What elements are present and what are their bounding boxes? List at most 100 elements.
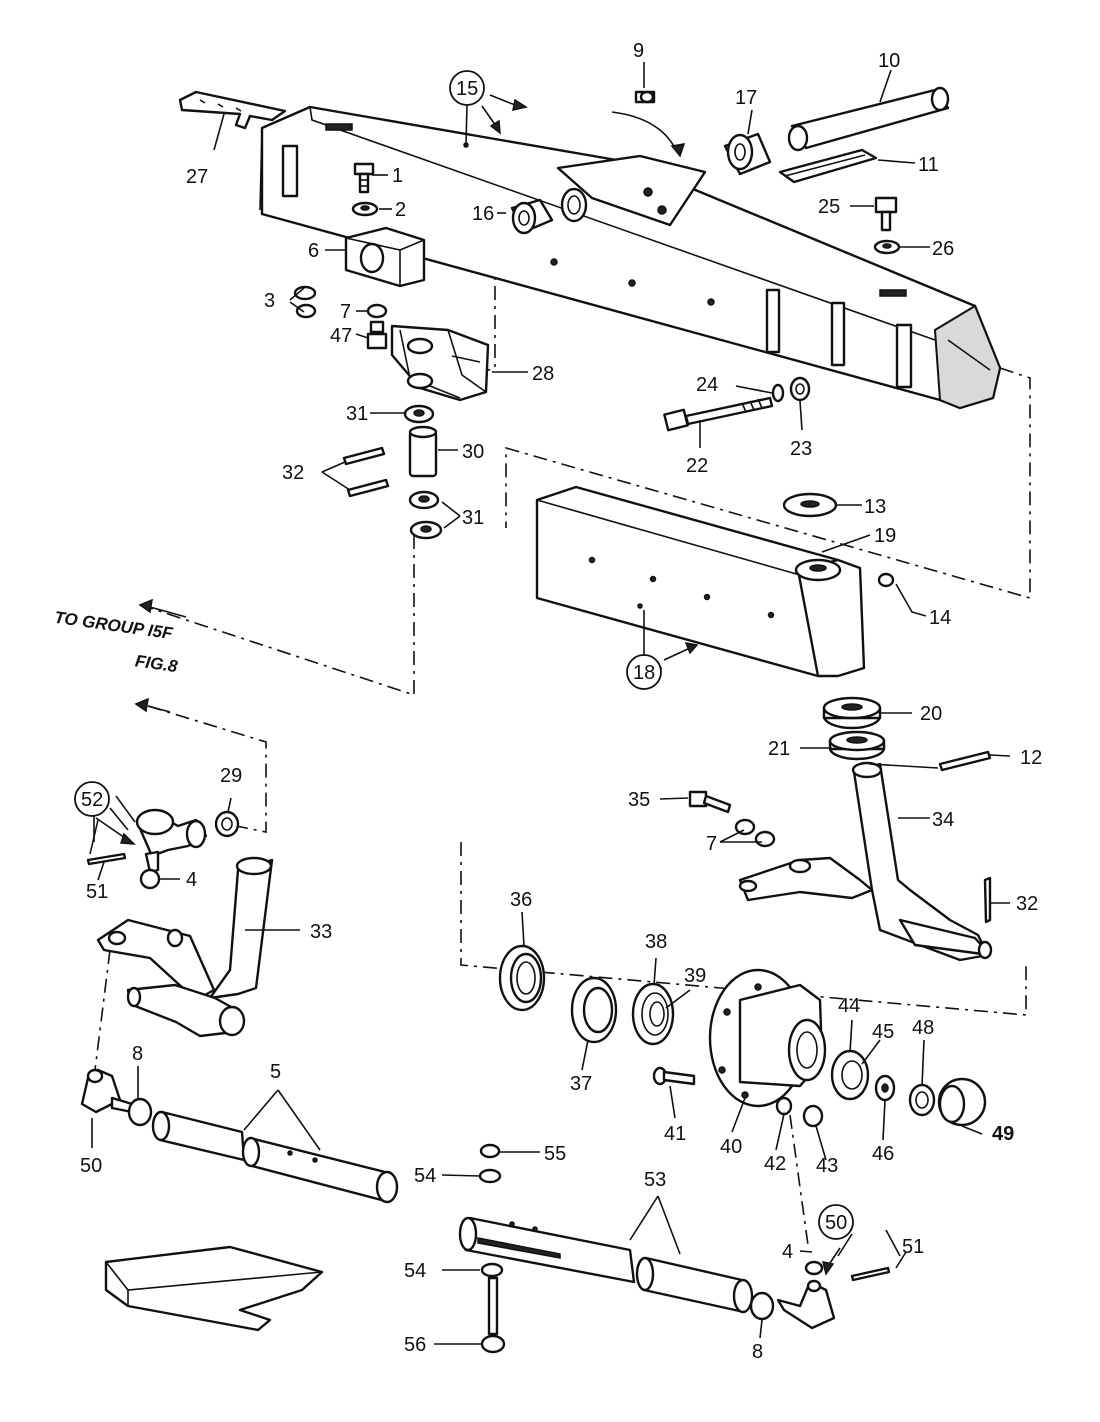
bolt-25 bbox=[874, 196, 898, 232]
bushing-16 bbox=[510, 198, 554, 235]
pin-30 bbox=[408, 425, 438, 478]
label-24: 24 bbox=[696, 374, 718, 396]
callout-circle-18 bbox=[626, 654, 662, 690]
washer-46 bbox=[874, 1074, 896, 1102]
label-32a: 32 bbox=[282, 462, 304, 484]
label-51a: 51 bbox=[86, 881, 108, 903]
label-56: 56 bbox=[404, 1334, 426, 1356]
label-8a: 8 bbox=[132, 1043, 143, 1065]
label-53: 53 bbox=[644, 1169, 666, 1191]
callout-circle-50 bbox=[818, 1204, 854, 1240]
reference-note-line2: FIG.8 bbox=[134, 651, 179, 676]
washer-31-upper bbox=[403, 404, 435, 424]
label-6: 6 bbox=[308, 240, 319, 262]
cotter-51-left bbox=[86, 852, 127, 866]
nut-47 bbox=[366, 320, 388, 350]
label-26: 26 bbox=[932, 238, 954, 260]
label-13: 13 bbox=[864, 496, 886, 518]
washer-24 bbox=[771, 383, 785, 403]
label-41: 41 bbox=[664, 1123, 686, 1145]
label-54b: 54 bbox=[404, 1260, 426, 1282]
label-18: 18 bbox=[633, 662, 655, 684]
label-11: 11 bbox=[918, 154, 939, 176]
label-55: 55 bbox=[544, 1143, 566, 1165]
label-15: 15 bbox=[456, 78, 478, 100]
label-31b: 31 bbox=[462, 507, 484, 529]
label-21: 21 bbox=[768, 738, 790, 760]
bolt-1 bbox=[353, 162, 375, 194]
label-43: 43 bbox=[816, 1155, 838, 1177]
cap-49 bbox=[937, 1077, 987, 1127]
label-17: 17 bbox=[735, 87, 757, 109]
nut-23 bbox=[789, 376, 811, 402]
label-46: 46 bbox=[872, 1143, 894, 1165]
washer-26 bbox=[873, 239, 901, 255]
tube-53 bbox=[458, 1216, 754, 1314]
label-45: 45 bbox=[872, 1021, 894, 1043]
tube-5 bbox=[151, 1110, 399, 1204]
label-49: 49 bbox=[992, 1123, 1014, 1145]
label-35: 35 bbox=[628, 789, 650, 811]
label-25: 25 bbox=[818, 196, 840, 218]
leader-lines bbox=[89, 62, 1011, 1345]
label-39: 39 bbox=[684, 965, 706, 987]
label-5: 5 bbox=[270, 1061, 281, 1083]
label-38: 38 bbox=[645, 931, 667, 953]
label-16: 16 bbox=[472, 203, 494, 225]
bushing-17 bbox=[723, 132, 772, 176]
nut-8-right bbox=[749, 1291, 775, 1321]
label-7a: 7 bbox=[340, 301, 351, 323]
label-54a: 54 bbox=[414, 1165, 436, 1187]
hub-40 bbox=[708, 968, 827, 1108]
nut-7 bbox=[366, 303, 388, 319]
tie-rod-end-50-left bbox=[80, 1068, 134, 1114]
spindle-34 bbox=[738, 761, 993, 962]
label-7b: 7 bbox=[706, 833, 717, 855]
label-4b: 4 bbox=[782, 1241, 793, 1263]
label-42: 42 bbox=[764, 1153, 786, 1175]
reference-note: TO GROUP I5F FIG.8 bbox=[53, 608, 179, 676]
seal-20 bbox=[822, 696, 882, 730]
part-numbers: 1 2 3 6 7 47 27 16 17 9 10 11 15 25 26 2… bbox=[80, 40, 1042, 1363]
tie-rod-end-52 bbox=[135, 808, 208, 874]
clamp-54-56-lower bbox=[480, 1262, 506, 1354]
bracket-27 bbox=[178, 90, 287, 130]
bearing-38 bbox=[631, 982, 675, 1046]
washer-13 bbox=[782, 492, 838, 518]
nuts-7 bbox=[734, 818, 776, 848]
reference-note-line1: TO GROUP I5F bbox=[53, 608, 174, 643]
pin-10 bbox=[787, 86, 950, 152]
label-20: 20 bbox=[920, 703, 942, 725]
label-32b: 32 bbox=[1016, 893, 1038, 915]
label-50a: 50 bbox=[80, 1155, 102, 1177]
label-34: 34 bbox=[932, 809, 954, 831]
bolt-22 bbox=[663, 396, 774, 432]
label-23: 23 bbox=[790, 438, 812, 460]
label-14: 14 bbox=[929, 607, 951, 629]
label-44: 44 bbox=[838, 995, 860, 1017]
label-29: 29 bbox=[220, 765, 242, 787]
bracket-28 bbox=[390, 324, 490, 402]
callout-circle-15 bbox=[449, 70, 485, 106]
grease-fitting-14 bbox=[877, 572, 895, 588]
seal-36 bbox=[498, 944, 546, 1012]
bolt-9 bbox=[611, 90, 686, 158]
washers-31-lower bbox=[408, 490, 443, 540]
bearing-44 bbox=[830, 1049, 870, 1101]
arrows bbox=[93, 94, 841, 1276]
direction-arrow bbox=[104, 1245, 324, 1332]
nuts-3 bbox=[293, 285, 317, 319]
cotter-51-right bbox=[850, 1266, 891, 1282]
nut-43 bbox=[802, 1104, 824, 1128]
label-30: 30 bbox=[462, 441, 484, 463]
label-2: 2 bbox=[395, 199, 406, 221]
nut-29 bbox=[214, 810, 240, 838]
washer-2 bbox=[351, 201, 379, 217]
label-22: 22 bbox=[686, 455, 708, 477]
pins-32 bbox=[342, 446, 390, 498]
nut-48 bbox=[908, 1083, 936, 1117]
label-40: 40 bbox=[720, 1136, 742, 1158]
pin-12 bbox=[938, 750, 992, 772]
axle-beam bbox=[259, 105, 1002, 410]
